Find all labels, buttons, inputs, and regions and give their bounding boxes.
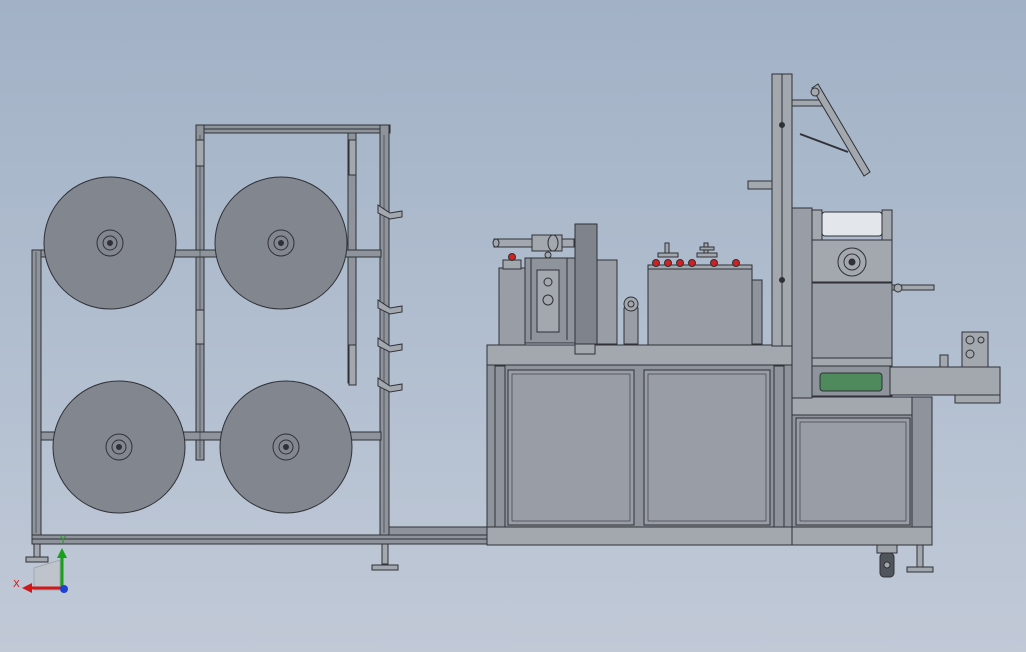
tension-clamps[interactable]	[377, 204, 403, 393]
adjustment-lever[interactable]	[791, 83, 871, 177]
folding-unit	[647, 264, 763, 346]
material-roll[interactable]	[52, 380, 186, 514]
y-axis-label: Y	[59, 535, 67, 546]
caster-wheel	[876, 544, 898, 578]
vertical-mast	[747, 73, 793, 347]
leveling-foot	[25, 543, 399, 571]
indicator-lights	[652, 259, 740, 267]
x-axis-label: X	[13, 579, 20, 590]
side-shaft	[891, 283, 935, 293]
leveling-foot	[906, 544, 934, 573]
cabinet-door[interactable]	[643, 369, 771, 526]
ultrasonic-horn[interactable]	[492, 234, 575, 252]
upper-roller[interactable]	[811, 209, 893, 241]
unwind-rack-frame	[31, 124, 490, 545]
guide-roller	[623, 296, 639, 345]
z-axis-dot	[60, 585, 68, 593]
cutting-head	[791, 207, 893, 399]
cabinet-door[interactable]	[507, 369, 635, 526]
adjust-knob[interactable]	[657, 242, 718, 258]
material-roll[interactable]	[219, 380, 353, 514]
output-conveyor	[889, 331, 1001, 404]
material-roll[interactable]	[43, 176, 177, 310]
material-roll[interactable]	[214, 176, 348, 310]
feed-unit	[498, 251, 576, 346]
cabinet-door[interactable]	[795, 417, 911, 526]
view-orientation-triad[interactable]: X Y	[13, 535, 68, 593]
gear-hub	[837, 247, 867, 277]
sealing-column	[574, 223, 618, 355]
lower-roller[interactable]	[819, 372, 883, 392]
